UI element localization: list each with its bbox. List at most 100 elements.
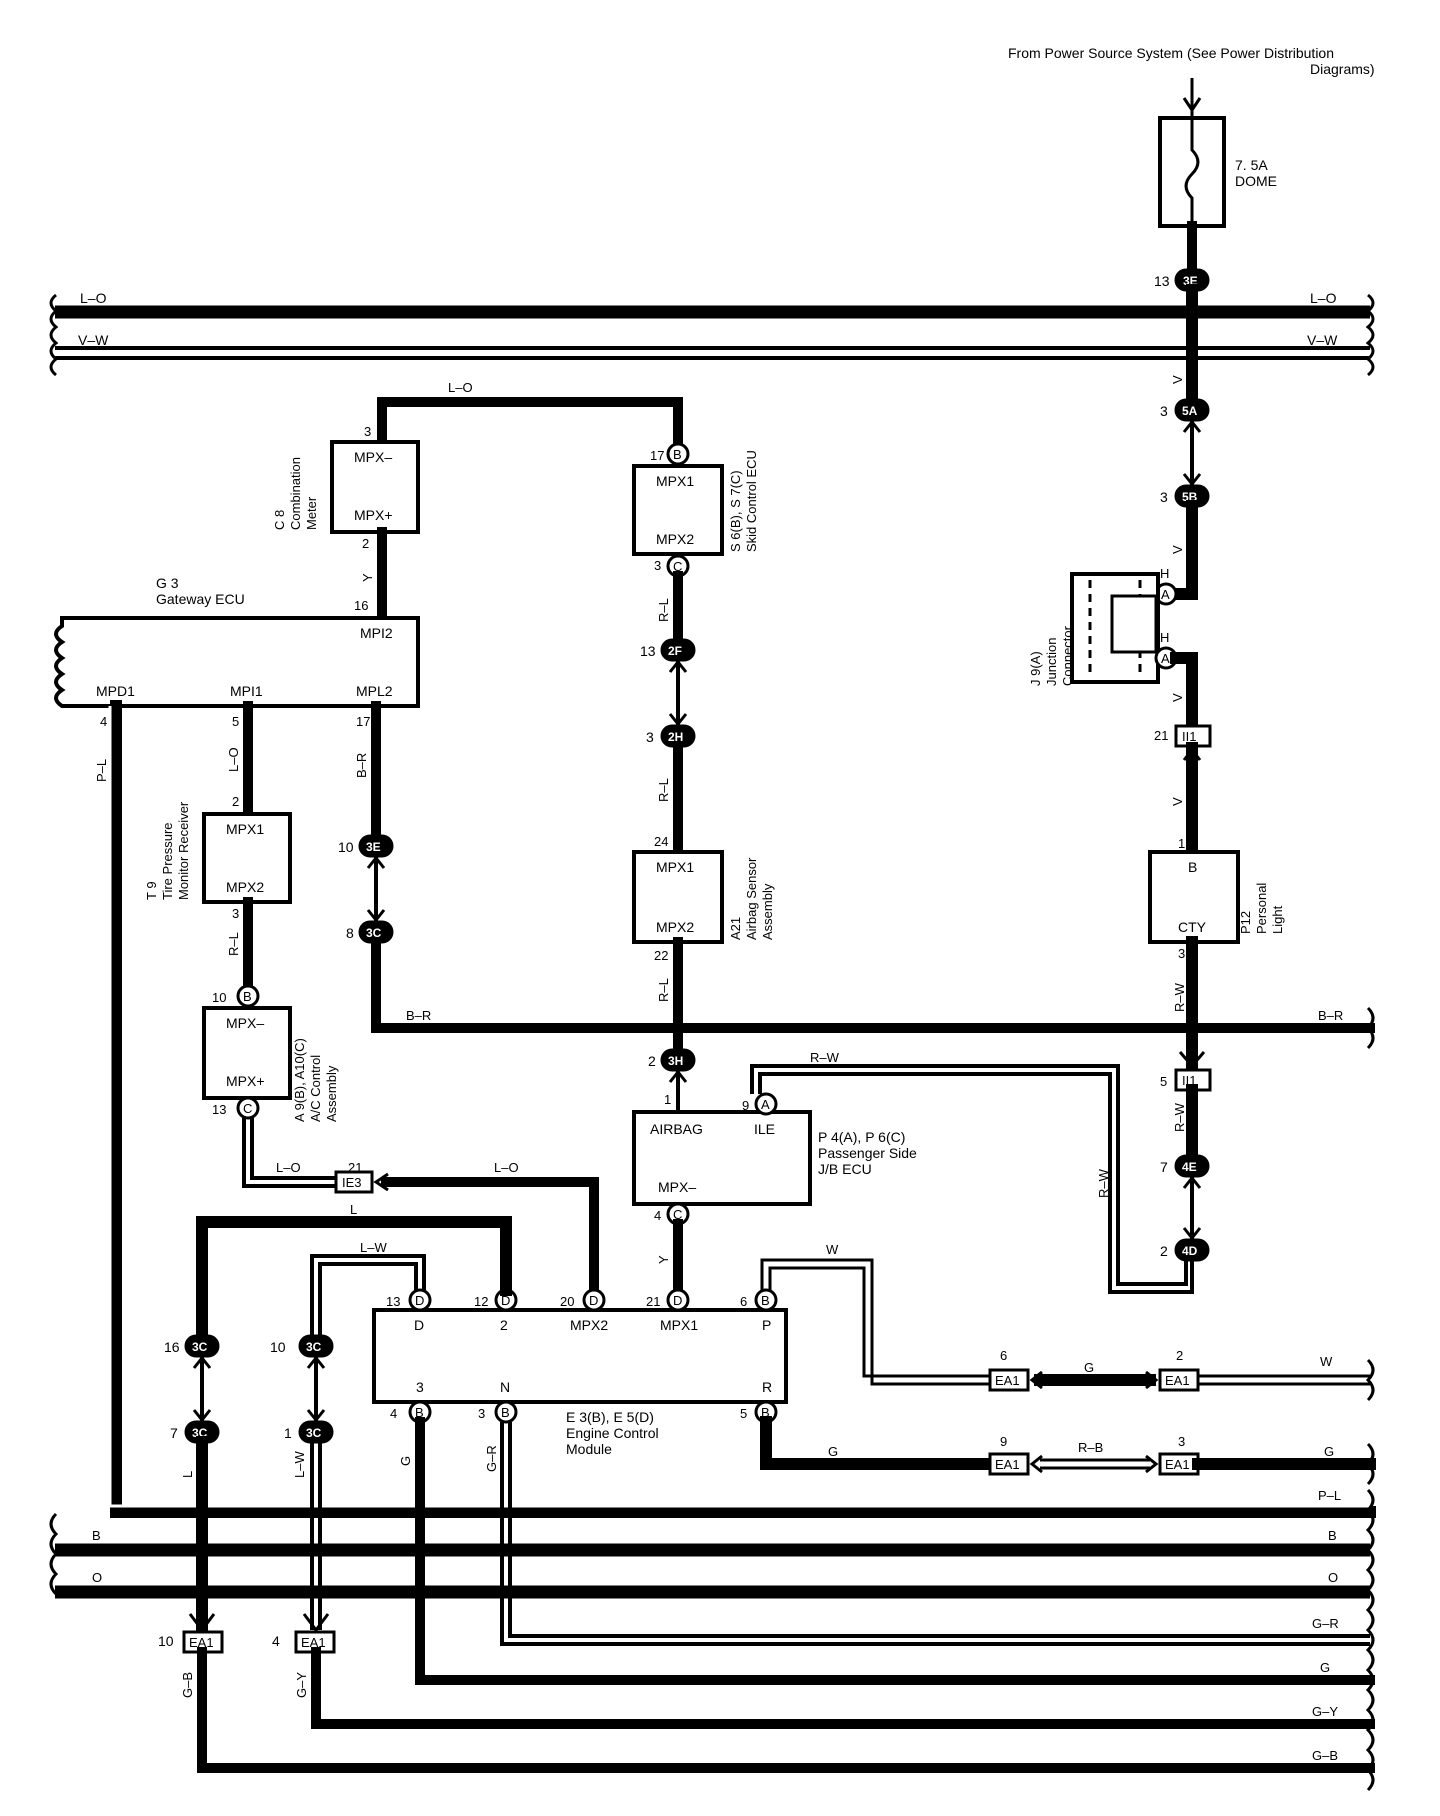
arrow-up-3c10-icon — [306, 1355, 326, 1369]
pin-21-ii1: 21 — [1154, 728, 1168, 743]
connector-c-13-label: C — [243, 1101, 252, 1116]
bus-break-w — [1365, 1358, 1375, 1402]
bus-break-left-top — [49, 293, 59, 377]
gateway-pin-mpi2: MPI2 — [360, 625, 393, 641]
pin-13-ac: 13 — [212, 1102, 226, 1117]
pin-17-skid: 17 — [650, 448, 664, 463]
pin-8-3c: 8 — [346, 925, 354, 941]
connector-ea1-9-label: EA1 — [995, 1457, 1020, 1472]
ecm-id: E 3(B), E 5(D) — [566, 1409, 654, 1425]
connector-d-13 — [408, 1288, 432, 1312]
pin-1-light: 1 — [1178, 836, 1185, 851]
bus-b-left-label: B — [92, 1528, 101, 1543]
ac-pin-mpx-minus: MPX– — [226, 1015, 264, 1031]
bus-b-right-label: B — [1328, 1528, 1337, 1543]
bus-br-right-label: B–R — [1318, 1008, 1343, 1023]
lo-wire-top-loop — [377, 397, 683, 447]
pin-4-ecm: 4 — [390, 1406, 397, 1421]
connector-b-6 — [754, 1288, 778, 1312]
lo-wire-ie3-ecm — [381, 1177, 599, 1301]
pin-21-ecm: 21 — [646, 1294, 660, 1309]
arrow-up-3e-icon — [366, 855, 386, 869]
tire-pressure-monitor-box — [202, 812, 292, 904]
connector-a-9-label: A — [761, 1097, 770, 1112]
pin-16-gateway: 16 — [354, 598, 368, 613]
jb-name-2: J/B ECU — [818, 1161, 872, 1177]
wire-l-label-2: L — [180, 1471, 195, 1478]
wire-lw-label-2: L–W — [292, 1451, 307, 1478]
pin-7-3c: 7 — [170, 1425, 178, 1441]
arrow-down-ii1-icon — [1178, 1051, 1206, 1069]
connector-c-3-label: C — [673, 559, 682, 574]
wire-rl-label-2: R–L — [656, 778, 671, 802]
airbag-pin-mpx1: MPX1 — [656, 859, 694, 875]
ecm-name-2: Module — [566, 1441, 612, 1457]
wire-h-label-1: H — [1160, 566, 1169, 581]
airbag-id: A21 — [728, 917, 743, 940]
arrow-left-ie3-icon — [373, 1172, 389, 1192]
rw-return-wire-inner — [750, 1064, 1188, 1286]
connector-ea1-2-label: EA1 — [1165, 1373, 1190, 1388]
bus-o-left-label: O — [92, 1570, 102, 1585]
wire-rl-label-1: R–L — [656, 598, 671, 622]
br-bus — [371, 937, 1375, 1033]
power-arrow-icon — [1182, 97, 1202, 113]
wire-rw-label-2: R–W — [1172, 1102, 1187, 1132]
junction-inner-box — [1110, 594, 1158, 654]
pin-4-jb: 4 — [654, 1208, 661, 1223]
connector-d-21-label: D — [673, 1293, 682, 1308]
pin-13-3e: 13 — [1154, 273, 1170, 289]
wire-v-label-4: V — [1170, 797, 1185, 806]
ac-pin-mpx-plus: MPX+ — [226, 1073, 265, 1089]
gateway-name: Gateway ECU — [156, 591, 245, 607]
connector-d-20 — [582, 1288, 606, 1312]
lo-wire-ac-ie3-a — [242, 1118, 336, 1188]
connector-3c-10-label: 3C — [306, 1340, 322, 1354]
arrow-up-5a-icon — [1182, 419, 1202, 433]
skid-ecu-box — [632, 464, 724, 556]
g-wire-r-output — [760, 1416, 996, 1470]
lo-wire-ac-ie3-b — [250, 1118, 336, 1180]
arrow-down-ea1-10-icon — [188, 1613, 216, 1633]
pin-5-ecm: 5 — [740, 1406, 747, 1421]
tpms-id: T 9 — [144, 881, 159, 900]
ecm-pin-2: 2 — [500, 1317, 508, 1333]
pin-2-4d: 2 — [1160, 1243, 1168, 1259]
pin-3-5a: 3 — [1160, 403, 1168, 419]
bus-vw-left-label: V–W — [78, 332, 109, 348]
pin-6-ecm: 6 — [740, 1294, 747, 1309]
connector-3c-1 — [298, 1420, 334, 1444]
connector-ii1-top-label: II1 — [1182, 729, 1196, 744]
pin-24-airbag: 24 — [654, 834, 668, 849]
ac-id: A 9(B), A10(C) — [292, 1038, 307, 1122]
connector-a-9 — [754, 1092, 778, 1116]
wire-h-label-2: H — [1160, 630, 1169, 645]
connector-d-21 — [666, 1288, 690, 1312]
connector-b-3 — [494, 1400, 518, 1424]
bus-g-right-label: G — [1324, 1444, 1334, 1459]
connector-3e-mid-label: 3E — [366, 840, 381, 854]
wire-rl-label-4: R–L — [226, 932, 241, 956]
pl-wire-stripe — [108, 706, 1370, 1508]
connector-b-17-label: B — [673, 447, 682, 462]
personal-light-name-1: Personal — [1254, 883, 1269, 934]
v-wire-junction-out — [1170, 652, 1198, 734]
meter-id: C 8 — [272, 510, 287, 530]
connector-ea1-6 — [988, 1368, 1030, 1392]
wire-rw-label-4: R–W — [1096, 1168, 1111, 1198]
pin-10-ac: 10 — [212, 990, 226, 1005]
jb-pin-mpx-minus: MPX– — [658, 1179, 696, 1195]
arrow-down-2h-icon — [668, 713, 688, 727]
connector-d-20-label: D — [589, 1293, 598, 1308]
pin-2-3h: 2 — [648, 1053, 656, 1069]
ecm-pin-3: 3 — [416, 1379, 424, 1395]
airbag-pin-mpx2: MPX2 — [656, 919, 694, 935]
bus-vw-right-label: V–W — [1307, 332, 1338, 348]
meter-name-2: Meter — [304, 496, 319, 530]
connector-4e-label: 4E — [1182, 1160, 1197, 1174]
tpms-name-1: Tire Pressure — [160, 822, 175, 900]
pin-10-3c: 10 — [270, 1339, 286, 1355]
connector-ea1-4-label: EA1 — [301, 1635, 326, 1650]
connector-ie3 — [334, 1170, 374, 1194]
meter-name-1: Combination — [288, 457, 303, 530]
